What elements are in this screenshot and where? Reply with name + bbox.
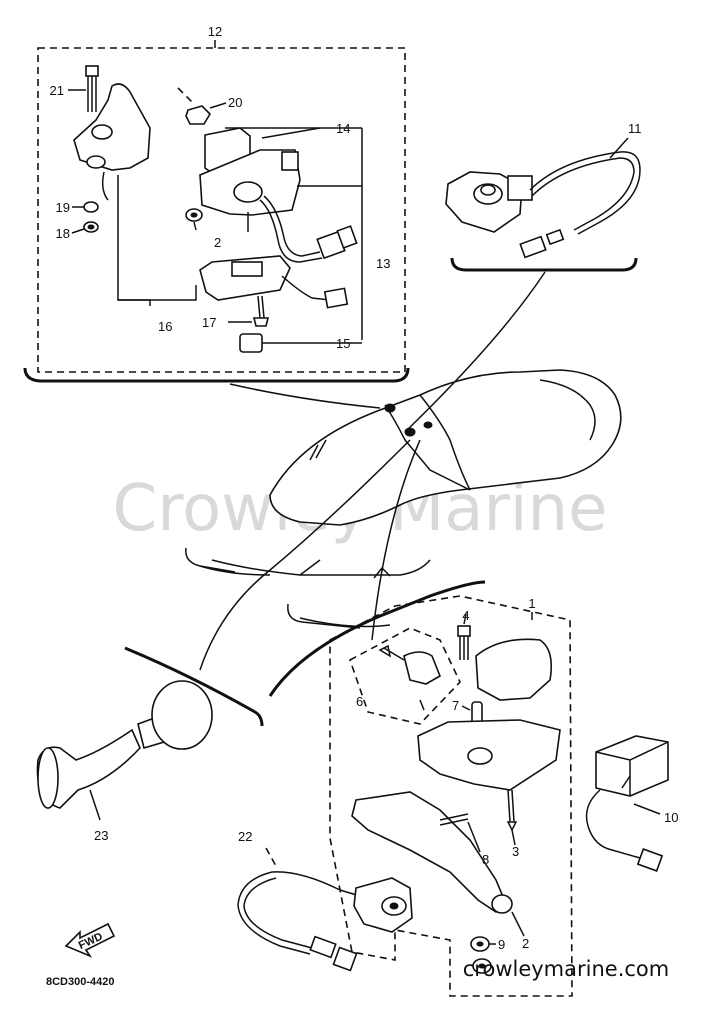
horn-bracket — [124, 646, 264, 727]
callout-14: 14 — [336, 121, 350, 136]
callout-13: 13 — [376, 256, 390, 271]
relay-14 — [199, 127, 362, 232]
callout-12: 12 — [208, 24, 222, 39]
bracket-16 — [73, 83, 197, 306]
cover-6 — [378, 644, 442, 711]
callout-18: 18 — [56, 226, 70, 241]
group-1-brake-lever-assembly — [237, 595, 669, 997]
group-11-switch-with-cable — [445, 137, 641, 272]
horn-23 — [36, 680, 213, 821]
connector-11 — [519, 235, 547, 259]
snowmobile-outline — [185, 369, 622, 629]
callout-22: 22 — [238, 829, 252, 844]
grip-cover — [475, 638, 553, 701]
lever-2 — [351, 791, 525, 937]
cable-11 — [529, 151, 641, 235]
subgroup-6-dashed-box — [349, 627, 461, 725]
washer-19 — [72, 201, 99, 213]
callout-10: 10 — [664, 810, 678, 825]
leader-group-11 — [404, 271, 546, 433]
callout-9: 9 — [498, 937, 505, 952]
callout-2-lower: 2 — [522, 936, 529, 951]
nut-20 — [185, 102, 227, 125]
screw-17 — [228, 295, 270, 327]
callout-2-upper: 2 — [214, 235, 221, 250]
callout-1: 1 — [528, 596, 535, 611]
screw-3 — [506, 789, 518, 846]
nut-5 — [472, 958, 492, 974]
callout-3: 3 — [512, 844, 519, 859]
bolt-4 — [457, 613, 471, 660]
bolt-21 — [68, 65, 99, 112]
nut-18 — [71, 221, 99, 234]
fwd-label: FWD — [77, 931, 105, 952]
callout-16: 16 — [158, 319, 172, 334]
leader-group-1 — [371, 439, 421, 641]
centerline-20 — [177, 87, 196, 106]
washer-9 — [470, 936, 496, 952]
pin-8 — [439, 813, 481, 853]
callout-11: 11 — [628, 121, 642, 136]
leader-group-12 — [229, 383, 381, 409]
group-1-dashed-box — [329, 595, 573, 997]
group-11-bracket — [450, 257, 638, 272]
site-footer: crowleymarine.com — [463, 957, 669, 981]
diagram-code: 8CD300-4420 — [46, 976, 115, 988]
group-1-bracket — [268, 580, 486, 697]
switch-11 — [445, 171, 533, 233]
group-12-relay-assembly — [23, 40, 410, 383]
bolt-15 — [239, 333, 362, 353]
leader-horn-23 — [199, 439, 411, 671]
group-12-bracket — [23, 367, 410, 383]
fwd-arrow-icon: FWD — [64, 922, 116, 958]
callout-17: 17 — [202, 315, 216, 330]
callout-6: 6 — [356, 694, 363, 709]
callout-19: 19 — [56, 200, 70, 215]
switch-22 — [237, 847, 413, 972]
callout-7: 7 — [452, 698, 459, 713]
callout-21: 21 — [50, 83, 64, 98]
callout-23: 23 — [94, 828, 108, 843]
switch-10 — [585, 735, 669, 872]
group-12-dashed-box — [37, 47, 406, 373]
module-16 — [199, 255, 349, 309]
callout-4: 4 — [462, 608, 469, 623]
screw-2-upper — [185, 208, 203, 231]
callout-8: 8 — [482, 852, 489, 867]
callout-20: 20 — [228, 95, 242, 110]
wire-connector-13 — [259, 128, 363, 340]
callout-15: 15 — [336, 336, 350, 351]
